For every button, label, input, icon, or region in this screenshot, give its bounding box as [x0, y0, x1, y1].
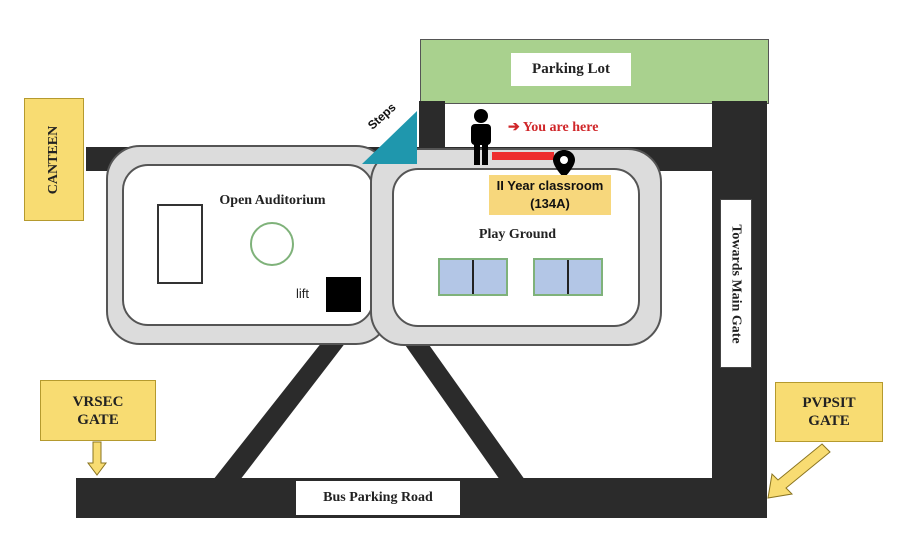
you-are-here-label: ➔ You are here: [508, 120, 599, 135]
towards-main-gate-box: Towards Main Gate: [720, 199, 752, 368]
auditorium-circle: [250, 222, 294, 266]
court-left: [438, 258, 508, 296]
vrsec-gate-label: VRSEC GATE: [40, 380, 156, 441]
auditorium-stage: [157, 204, 203, 284]
arrow-diagonal-icon: [767, 443, 831, 499]
road-diagonal-left: [213, 342, 346, 480]
classroom-label: II Year classroom (134A): [489, 175, 611, 215]
road-diagonal-right: [403, 342, 525, 480]
towards-main-gate-text: Towards Main Gate: [729, 223, 744, 344]
lift-label: lift: [296, 286, 309, 301]
arrow-down-icon: [87, 441, 107, 476]
path-to-classroom: [492, 152, 554, 160]
court-right: [533, 258, 603, 296]
location-pin-icon: [553, 150, 575, 178]
canteen-text: CANTEEN: [46, 125, 61, 194]
steps-triangle: [362, 111, 417, 164]
person-icon: [471, 109, 491, 165]
play-ground-label: Play Ground: [478, 227, 557, 242]
pvpsit-gate-label: PVPSIT GATE: [775, 382, 883, 442]
parking-lot-label: Parking Lot: [511, 53, 631, 86]
open-auditorium-label: Open Auditorium: [219, 193, 326, 208]
bus-parking-road-label: Bus Parking Road: [296, 481, 460, 515]
lift-block: [326, 277, 361, 312]
canteen-label: CANTEEN: [24, 98, 84, 221]
